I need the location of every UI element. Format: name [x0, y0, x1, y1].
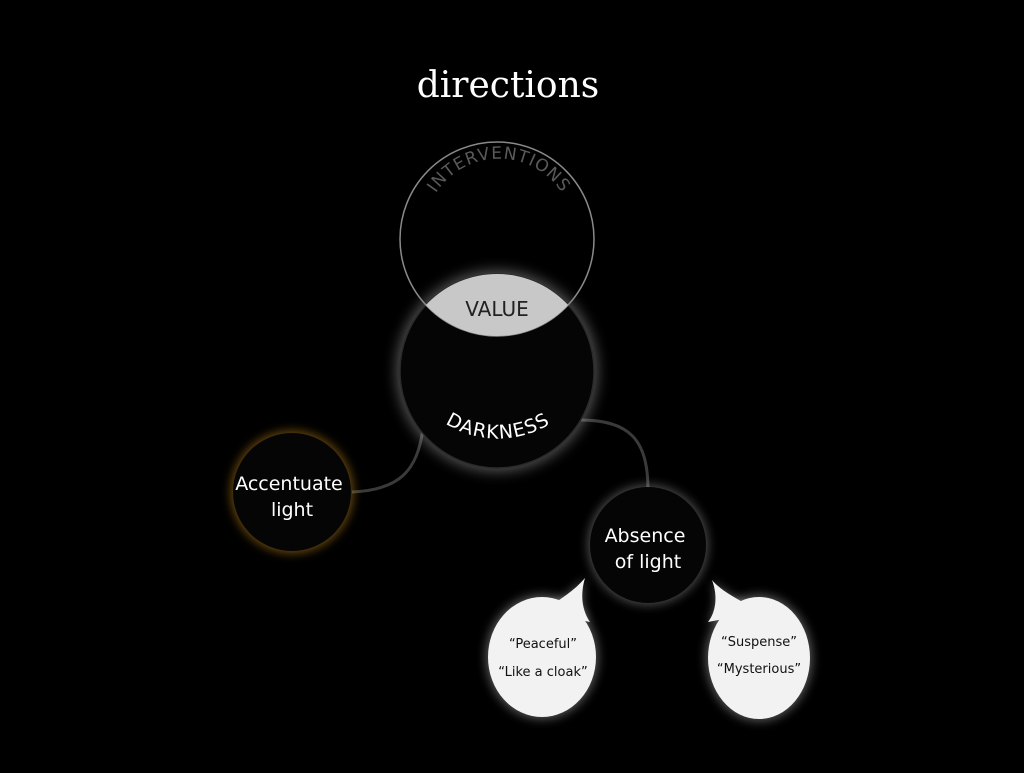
absence-of-light-node	[590, 487, 706, 603]
bubble-left-quote-1: “Peaceful”	[509, 637, 577, 652]
connector-darkness-accentuate	[351, 427, 425, 494]
connector-darkness-absence	[579, 418, 650, 491]
interventions-label: INTERVENTIONS	[423, 144, 574, 197]
value-overlap	[400, 274, 594, 336]
bubble-right-quote-1: “Suspense”	[721, 635, 797, 650]
bubble-left-quote-2: “Like a cloak”	[498, 665, 587, 680]
slide-title: directions	[417, 65, 600, 106]
value-label: VALUE	[465, 297, 529, 321]
bubble-right-quote-2: “Mysterious”	[717, 662, 801, 677]
accentuate-light-node	[233, 433, 351, 551]
speech-bubble-left: “Peaceful” “Like a cloak”	[486, 578, 598, 719]
accentuate-light-label: Accentuate light	[235, 473, 349, 521]
absence-of-light-label: Absence of light	[605, 525, 692, 573]
speech-bubble-right: “Suspense” “Mysterious”	[706, 580, 812, 721]
